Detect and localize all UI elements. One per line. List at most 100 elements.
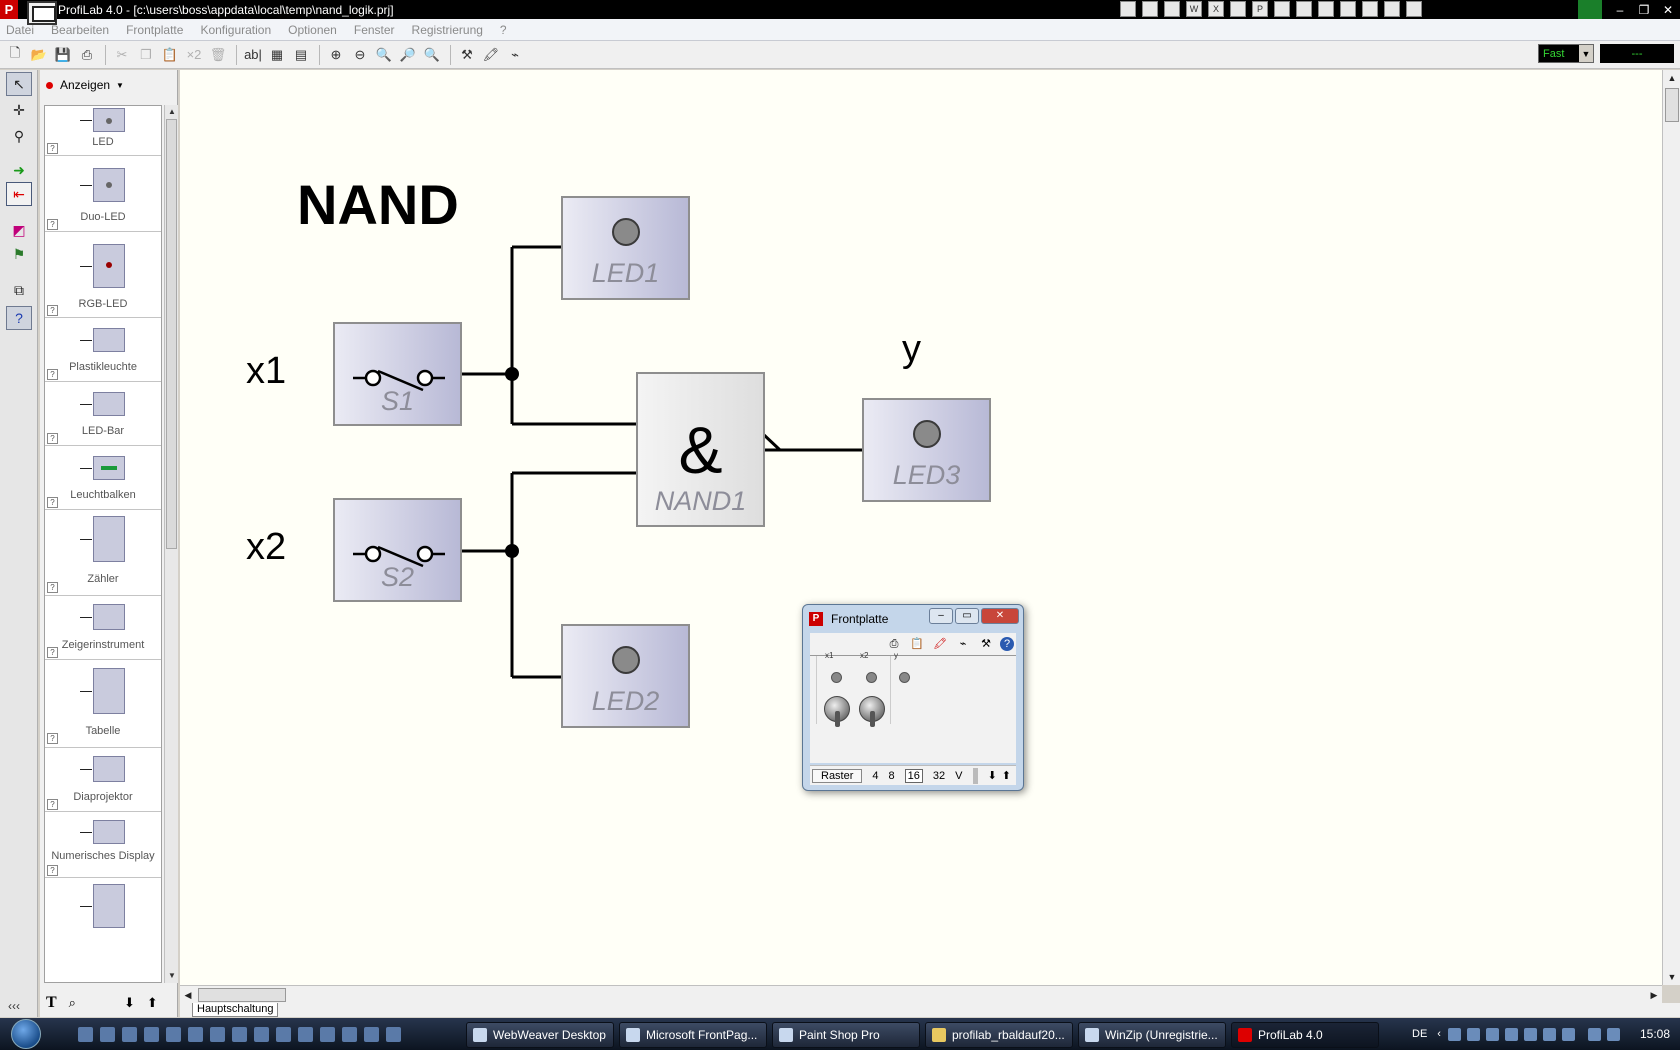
help-icon[interactable]: ? [47, 865, 58, 876]
led-led1[interactable]: LED1 [561, 196, 690, 300]
led-led2[interactable]: LED2 [561, 624, 690, 728]
move-down-icon[interactable]: ⬇ [123, 995, 135, 1010]
help-icon[interactable]: ? [1000, 637, 1014, 651]
move-up-icon[interactable]: ⬆ [146, 995, 158, 1010]
menu-konfiguration[interactable]: Konfiguration [200, 22, 272, 37]
quicklaunch-icon[interactable] [276, 1026, 291, 1042]
quicklaunch-icon[interactable] [100, 1026, 115, 1042]
label-flag-icon[interactable]: ⚑ [12, 245, 26, 262]
zoom-reset-icon[interactable]: 🔍 [423, 46, 441, 62]
speed-select[interactable]: Fast ▼ [1538, 44, 1594, 63]
help-icon[interactable]: ? [47, 433, 58, 444]
new-file-icon[interactable]: 🗋 [9, 44, 21, 60]
help-icon[interactable]: ? [47, 143, 58, 154]
text-label-icon[interactable]: ab| [244, 47, 262, 62]
tray-icon[interactable] [1485, 1027, 1499, 1041]
task-profilab[interactable]: ProfiLab 4.0 [1231, 1022, 1379, 1048]
tray-icon[interactable] [1504, 1027, 1518, 1041]
help-icon[interactable]: ? [47, 369, 58, 380]
task-paint-shop-pro[interactable]: Paint Shop Pro [772, 1022, 920, 1048]
quick-icon-9[interactable] [1296, 1, 1312, 17]
paste-icon[interactable]: 📋 [161, 46, 179, 62]
help-icon[interactable]: ? [47, 497, 58, 508]
restore-button[interactable]: ❐ [1638, 2, 1650, 17]
compile-tools-icon[interactable]: ⚒ [461, 46, 473, 62]
cut-icon[interactable]: ✂ [116, 46, 128, 62]
led-led3[interactable]: LED3 [862, 398, 991, 502]
magnifier-icon[interactable]: ⚲ [13, 127, 25, 144]
library-item-led[interactable]: LED ? [45, 106, 161, 156]
delete-icon[interactable]: 🗑 [209, 46, 227, 62]
menu-datei[interactable]: Datei [6, 22, 35, 37]
library-item-rgb-led[interactable]: RGB-LED ? [45, 232, 161, 318]
tray-icon[interactable] [1447, 1027, 1461, 1041]
library-item-text[interactable] [45, 878, 161, 958]
profilab-app-icon[interactable]: P [0, 0, 18, 19]
scroll-down-icon[interactable]: ▼ [1667, 972, 1677, 982]
library-item-plastikleuchte[interactable]: Plastikleuchte ? [45, 318, 161, 382]
tray-icon[interactable] [1561, 1027, 1575, 1041]
library-item-zeigerinstrument[interactable]: Zeigerinstrument ? [45, 596, 161, 660]
quick-icon-13[interactable] [1384, 1, 1400, 17]
zoom-out-icon[interactable]: ⊖ [354, 46, 366, 62]
quicklaunch-icon[interactable] [364, 1026, 379, 1042]
quicklaunch-icon[interactable] [320, 1026, 335, 1042]
quicklaunch-icon[interactable] [298, 1026, 313, 1042]
help-icon[interactable]: ? [47, 582, 58, 593]
quick-icon-10[interactable] [1318, 1, 1334, 17]
save-icon[interactable]: 💾 [54, 46, 72, 62]
help-icon[interactable]: ? [47, 647, 58, 658]
tab-hauptschaltung[interactable]: Hauptschaltung [192, 1003, 279, 1017]
library-item-leuchtbalken[interactable]: Leuchtbalken ? [45, 446, 161, 510]
raster-option-4[interactable]: 4 [872, 769, 879, 782]
duplicate-icon[interactable]: ×2 [186, 47, 202, 62]
quicklaunch-icon[interactable] [144, 1026, 159, 1042]
select-pointer-icon[interactable]: ↖ [6, 72, 32, 96]
chevron-down-icon[interactable]: ▼ [1579, 45, 1593, 62]
clock[interactable]: 15:08 [1639, 1027, 1670, 1041]
help-icon[interactable]: ? [47, 799, 58, 810]
menu-frontplatte[interactable]: Frontplatte [126, 22, 184, 37]
quicklaunch-icon[interactable] [210, 1026, 225, 1042]
tray-icon[interactable] [1542, 1027, 1556, 1041]
minimize-button[interactable]: – [1616, 2, 1624, 17]
panel-toggle-switch-s2[interactable] [859, 696, 885, 727]
zoom-in-icon[interactable]: ⊕ [330, 46, 342, 62]
scroll-up-icon[interactable]: ▲ [1667, 73, 1677, 83]
quicklaunch-icon[interactable] [232, 1026, 247, 1042]
hi-lo-icon[interactable]: ◩ [12, 221, 26, 238]
volume-icon[interactable] [1606, 1027, 1620, 1041]
library-item-led-bar[interactable]: LED-Bar ? [45, 382, 161, 446]
zoom-fit-icon[interactable]: 🔎 [399, 46, 417, 62]
raster-option-v[interactable]: V [955, 769, 963, 782]
output-arrow-icon[interactable]: ⇤ [6, 182, 32, 206]
raster-option-8[interactable]: 8 [888, 769, 895, 782]
help-icon[interactable]: ? [47, 733, 58, 744]
switch-s2[interactable]: S2 [333, 498, 462, 602]
canvas-vertical-scrollbar[interactable]: ▲ ▼ [1662, 70, 1680, 985]
library-item-numerisches-display[interactable]: Numerisches Display ? [45, 812, 161, 878]
stop-icon[interactable]: ⌁ [959, 638, 967, 650]
raster-option-16[interactable]: 16 [904, 768, 923, 783]
tray-expand-icon[interactable]: ‹ [1437, 1028, 1441, 1040]
tools-icon[interactable]: ⚒ [981, 638, 991, 650]
task-webweaver[interactable]: WebWeaver Desktop [466, 1022, 614, 1048]
layout-icon[interactable]: ▤ [294, 46, 308, 62]
close-button[interactable]: ✕ [1662, 2, 1674, 17]
macro-icon[interactable]: ⧉ [14, 281, 24, 298]
menu-bearbeiten[interactable]: Bearbeiten [51, 22, 110, 37]
quicklaunch-icon[interactable] [342, 1026, 357, 1042]
document-window-icon[interactable] [27, 1, 57, 25]
library-category-select[interactable]: Anzeigen ▼ [40, 75, 178, 95]
quicklaunch-icon[interactable] [122, 1026, 137, 1042]
task-frontpage[interactable]: Microsoft FrontPag... [619, 1022, 767, 1048]
switch-s1[interactable]: S1 [333, 322, 462, 426]
word-icon[interactable]: W [1186, 1, 1202, 17]
menu-registrierung[interactable]: Registrierung [411, 22, 483, 37]
frontplatte-titlebar[interactable]: P Frontplatte [809, 610, 888, 628]
run-icon[interactable]: 🖍 [482, 46, 500, 62]
minimize-button[interactable]: – [929, 608, 953, 624]
help-pointer-icon[interactable]: ? [6, 306, 32, 330]
close-button[interactable]: ✕ [981, 608, 1019, 624]
menu-optionen[interactable]: Optionen [288, 22, 337, 37]
